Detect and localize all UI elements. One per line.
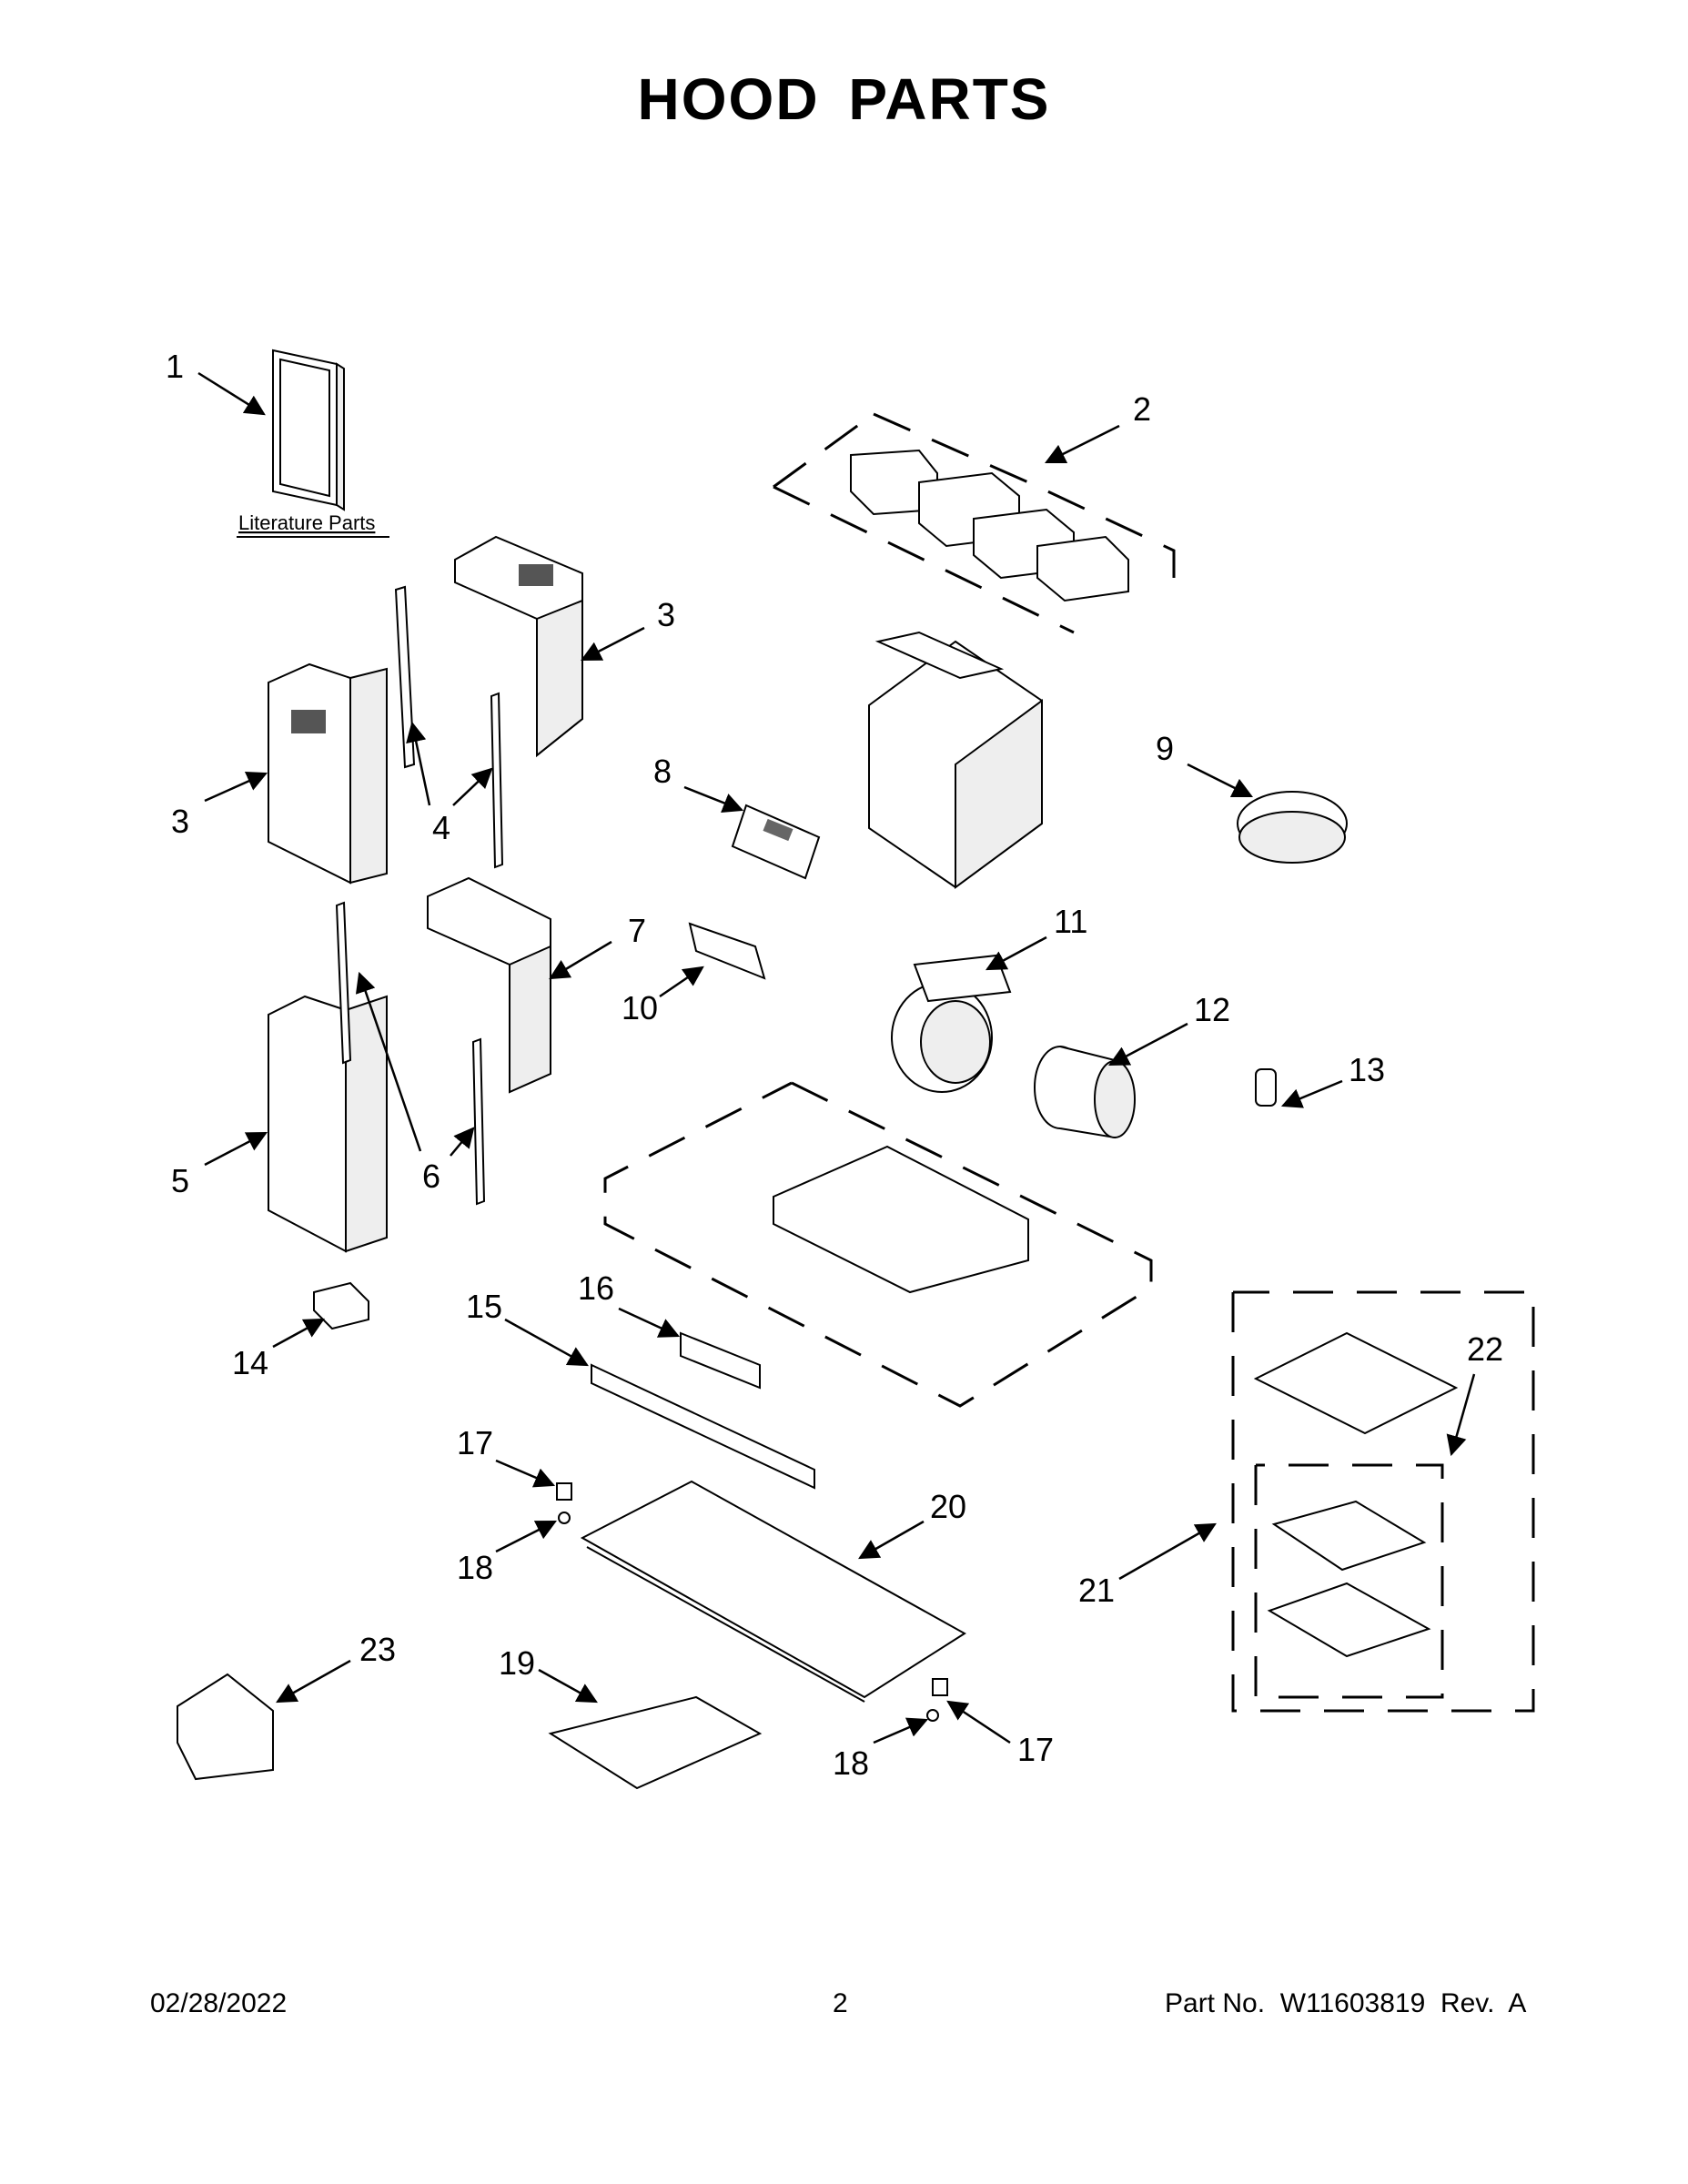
light-switch-part: [313, 1281, 369, 1330]
svg-text:11: 11: [1054, 903, 1087, 940]
callout-19: 19: [499, 1644, 598, 1704]
svg-text:19: 19: [499, 1644, 535, 1682]
blower-motor-part: [891, 954, 1012, 1093]
svg-text:20: 20: [930, 1488, 966, 1525]
lower-rail-parts: [335, 901, 486, 1206]
callout-14: 14: [232, 1318, 325, 1381]
svg-text:9: 9: [1156, 730, 1174, 767]
callout-3-right: 3: [580, 596, 675, 662]
svg-text:12: 12: [1194, 991, 1230, 1028]
svg-text:7: 7: [628, 912, 646, 949]
svg-text:5: 5: [171, 1162, 189, 1199]
svg-text:8: 8: [653, 753, 672, 790]
callout-5: 5: [171, 1131, 268, 1199]
svg-text:15: 15: [466, 1288, 502, 1325]
callout-10: 10: [622, 966, 704, 1026]
svg-text:1: 1: [166, 348, 184, 385]
callout-7: 7: [549, 912, 646, 980]
svg-text:14: 14: [232, 1344, 268, 1381]
callout-17-left: 17: [457, 1424, 556, 1488]
callout-20: 20: [858, 1488, 966, 1560]
capacitor-part: [1255, 1068, 1277, 1107]
literature-parts-icon: [272, 349, 345, 511]
callout-11: 11: [986, 903, 1087, 971]
callout-23: 23: [276, 1631, 396, 1704]
control-board-part: [731, 804, 821, 880]
hood-body-outline: [603, 1081, 1153, 1408]
blower-wheel-part: [1034, 1046, 1136, 1139]
svg-text:18: 18: [457, 1549, 493, 1586]
callout-6: 6: [355, 971, 475, 1195]
callout-4: 4: [406, 721, 493, 846]
svg-text:22: 22: [1467, 1330, 1503, 1368]
footer-part-number: Part No. W11603819 Rev. A: [1165, 1988, 1527, 2018]
damper-part: [1237, 791, 1348, 864]
svg-text:4: 4: [432, 809, 450, 846]
callout-12: 12: [1108, 991, 1230, 1067]
callout-13: 13: [1280, 1051, 1385, 1108]
lower-chimney-cover-part: [268, 995, 388, 1253]
svg-text:21: 21: [1078, 1572, 1115, 1609]
lower-chimney-cover-right-part: [427, 876, 551, 1094]
svg-text:10: 10: [622, 989, 658, 1026]
svg-text:18: 18: [833, 1744, 869, 1782]
bracket-part: [688, 922, 766, 980]
callout-21: 21: [1078, 1522, 1217, 1609]
control-panel-part: [680, 1331, 761, 1390]
recirculation-kit-outline: [1231, 1290, 1535, 1713]
glass-panel-part: [580, 1480, 966, 1703]
callout-16: 16: [578, 1269, 681, 1338]
svg-text:16: 16: [578, 1269, 614, 1307]
literature-parts-label: Literature Parts: [238, 511, 375, 534]
front-trim-part: [591, 1363, 815, 1490]
svg-text:23: 23: [359, 1631, 396, 1668]
footer-page-number: 2: [833, 1988, 848, 2018]
blower-housing-part: [868, 631, 1043, 889]
callout-1: 1: [166, 348, 266, 416]
callout-15: 15: [466, 1288, 589, 1367]
upper-chimney-cover-left-part: [268, 662, 388, 885]
svg-text:3: 3: [657, 596, 675, 633]
callout-9: 9: [1156, 730, 1254, 798]
callout-8: 8: [653, 753, 744, 813]
svg-text:2: 2: [1133, 390, 1151, 428]
foot-parts: [556, 1482, 948, 1722]
duct-kit-part: [773, 412, 1176, 634]
callout-18-left: 18: [457, 1520, 558, 1586]
callout-17-right: 17: [946, 1700, 1054, 1768]
callout-3-left: 3: [171, 772, 268, 840]
hardware-bag-part: [177, 1673, 274, 1781]
footer-date: 02/28/2022: [150, 1988, 288, 2018]
callout-22: 22: [1446, 1330, 1503, 1457]
callout-18-right: 18: [833, 1717, 929, 1782]
svg-text:6: 6: [422, 1158, 440, 1195]
svg-text:17: 17: [457, 1424, 493, 1461]
svg-text:3: 3: [171, 803, 189, 840]
svg-text:17: 17: [1017, 1731, 1054, 1768]
grease-filter-part: [548, 1695, 763, 1790]
svg-text:13: 13: [1349, 1051, 1385, 1088]
callout-2: 2: [1044, 390, 1151, 464]
upper-chimney-cover-right-part: [454, 535, 583, 758]
page-title: HOOD PARTS: [637, 66, 1051, 132]
